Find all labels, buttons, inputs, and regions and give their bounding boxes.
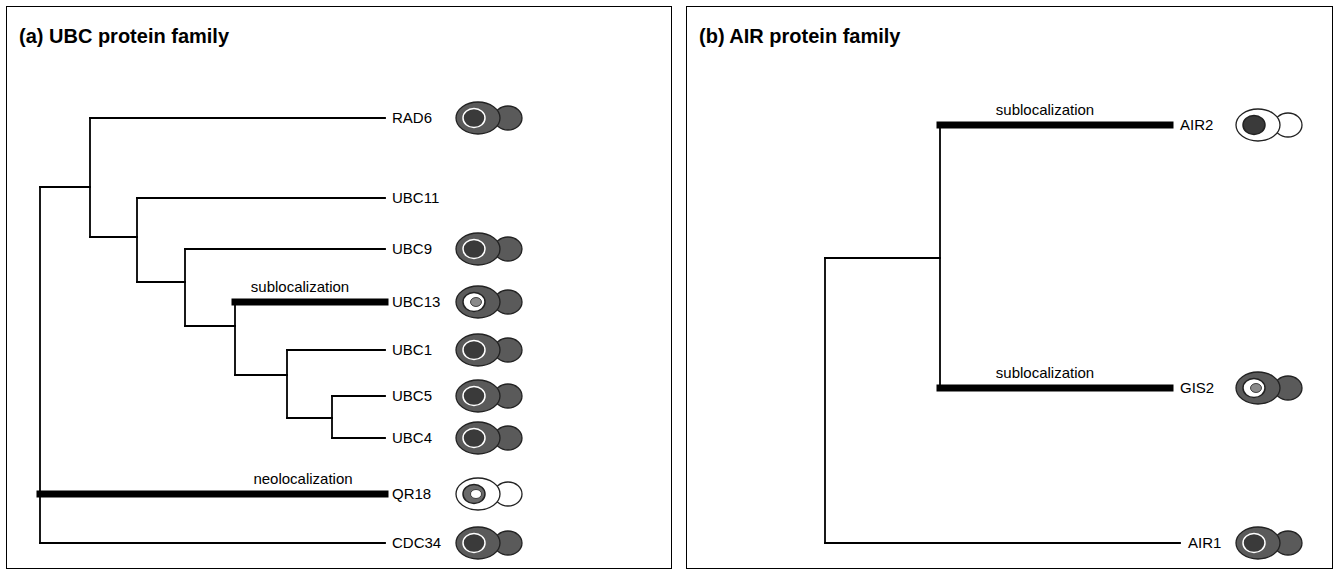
thick-branch — [940, 385, 1170, 392]
tree-branch — [939, 125, 941, 388]
yeast-cell-icon — [456, 478, 522, 510]
gene-name: AIR1 — [1188, 534, 1221, 552]
gene-name: UBC4 — [392, 429, 432, 447]
thick-branch — [235, 299, 385, 306]
mother-cell — [1236, 109, 1280, 141]
yeast-cell-icon — [456, 233, 522, 265]
tree-branch — [287, 349, 385, 351]
nucleus — [463, 293, 485, 312]
tree-branch — [331, 396, 333, 438]
tree-branch — [332, 395, 385, 397]
branch-annotation: sublocalization — [996, 364, 1094, 382]
mother-cell — [456, 102, 500, 134]
yeast-cell-icon — [456, 286, 522, 318]
branch-annotation: neolocalization — [253, 470, 352, 488]
yeast-cell-icon — [1236, 372, 1302, 404]
nucleus — [463, 534, 485, 553]
tree-branch — [185, 248, 385, 250]
mother-cell — [456, 422, 500, 454]
branch-annotation: sublocalization — [251, 278, 349, 296]
gene-name: UBC9 — [392, 240, 432, 258]
yeast-cell-icon — [1236, 527, 1302, 559]
tree-branch — [136, 198, 138, 282]
subnuclear-region — [471, 490, 482, 499]
gene-name: GIS2 — [1180, 379, 1214, 397]
gene-name: UBC13 — [392, 293, 440, 311]
gene-name: CDC34 — [392, 534, 441, 552]
mother-cell — [456, 380, 500, 412]
nucleus — [463, 109, 485, 128]
gene-name: UBC1 — [392, 341, 432, 359]
branch-annotation: sublocalization — [996, 101, 1094, 119]
mother-cell — [456, 233, 500, 265]
panel-heading: (b) AIR protein family — [699, 25, 900, 48]
mother-cell — [456, 334, 500, 366]
nucleus — [1243, 116, 1265, 135]
thick-branch — [40, 491, 385, 498]
tree-branch — [185, 325, 235, 327]
tree-branch — [137, 281, 185, 283]
gene-name: UBC11 — [392, 189, 439, 207]
thick-branch — [940, 122, 1170, 129]
nucleus — [463, 341, 485, 360]
yeast-cell-icon — [456, 334, 522, 366]
panel-heading: (a) UBC protein family — [19, 25, 229, 48]
yeast-cell-icon — [456, 527, 522, 559]
tree-branch — [184, 249, 186, 326]
nucleus — [463, 387, 485, 406]
mother-cell — [1236, 527, 1280, 559]
tree-branch — [90, 236, 137, 238]
mother-cell — [456, 478, 500, 510]
mother-cell — [456, 527, 500, 559]
tree-branch — [825, 542, 1180, 544]
nucleus — [463, 429, 485, 448]
tree-branch — [40, 186, 90, 188]
tree-branch — [90, 117, 385, 119]
tree-branch — [235, 374, 287, 376]
panel-box: (b) AIR protein family — [686, 6, 1333, 569]
tree-branch — [824, 258, 826, 543]
gene-name: UBC5 — [392, 387, 432, 405]
yeast-cell-icon — [1236, 109, 1302, 141]
nucleus — [463, 485, 485, 504]
tree-branch — [286, 350, 288, 418]
yeast-cell-icon — [456, 380, 522, 412]
nucleus — [1243, 534, 1265, 553]
nucleus — [463, 240, 485, 259]
subnuclear-region — [471, 298, 482, 307]
tree-branch — [137, 197, 385, 199]
mother-cell — [1236, 372, 1280, 404]
nucleus — [1243, 379, 1265, 398]
tree-branch — [332, 437, 385, 439]
tree-branch — [39, 187, 41, 543]
gene-name: RAD6 — [392, 109, 432, 127]
tree-branch — [825, 257, 940, 259]
tree-branch — [287, 417, 332, 419]
gene-name: AIR2 — [1180, 116, 1213, 134]
yeast-cell-icon — [456, 102, 522, 134]
mother-cell — [456, 286, 500, 318]
tree-branch — [89, 118, 91, 237]
gene-name: QR18 — [392, 485, 431, 503]
subnuclear-region — [1251, 384, 1262, 393]
tree-branch — [40, 542, 385, 544]
yeast-cell-icon — [456, 422, 522, 454]
tree-branch — [234, 302, 236, 375]
